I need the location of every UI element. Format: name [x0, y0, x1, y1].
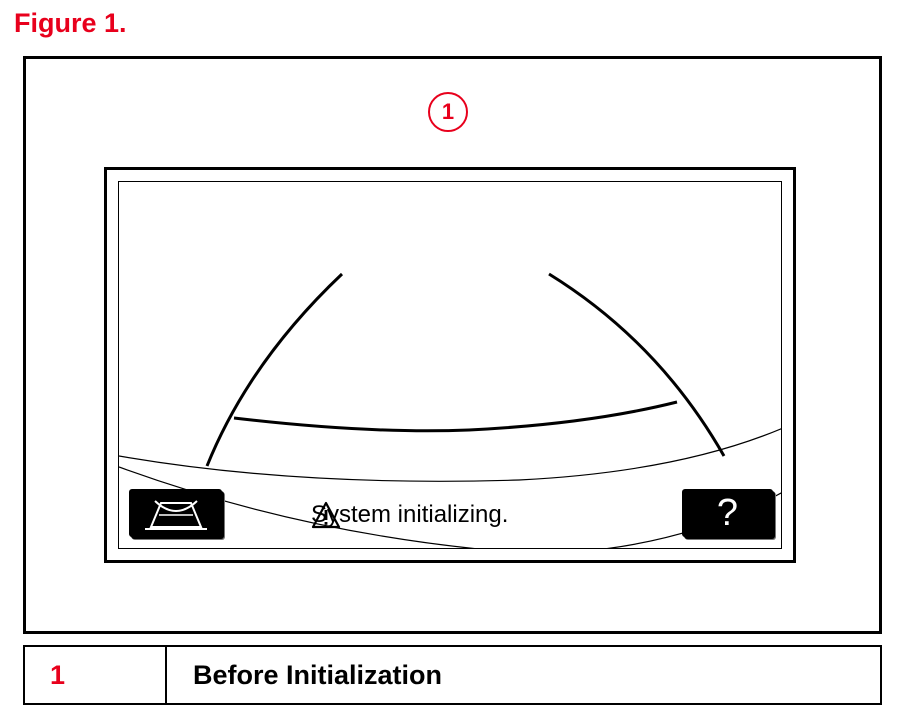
warning-triangle-icon: [311, 501, 341, 529]
legend-table: 1 Before Initialization: [23, 645, 882, 705]
legend-number: 1: [25, 647, 167, 703]
callout-number: 1: [428, 92, 468, 132]
status-message: System initializing.: [311, 501, 508, 529]
help-button-label: ?: [716, 492, 739, 534]
help-button[interactable]: ?: [682, 489, 773, 537]
legend-description: Before Initialization: [193, 659, 443, 690]
ground-curve-upper: [119, 428, 781, 482]
display-screen: System initializing. ?: [104, 167, 796, 563]
guide-line-cross: [233, 400, 678, 433]
figure-title: Figure 1.: [14, 8, 127, 38]
guide-line-left: [205, 272, 344, 467]
guide-line-right: [548, 272, 726, 457]
status-text: System initializing.: [311, 501, 509, 528]
camera-view: System initializing. ?: [118, 181, 782, 549]
figure-frame: [23, 56, 882, 634]
view-switch-icon: [145, 500, 207, 530]
view-switch-button[interactable]: [129, 489, 222, 537]
camera-view-drawing: [119, 272, 781, 548]
